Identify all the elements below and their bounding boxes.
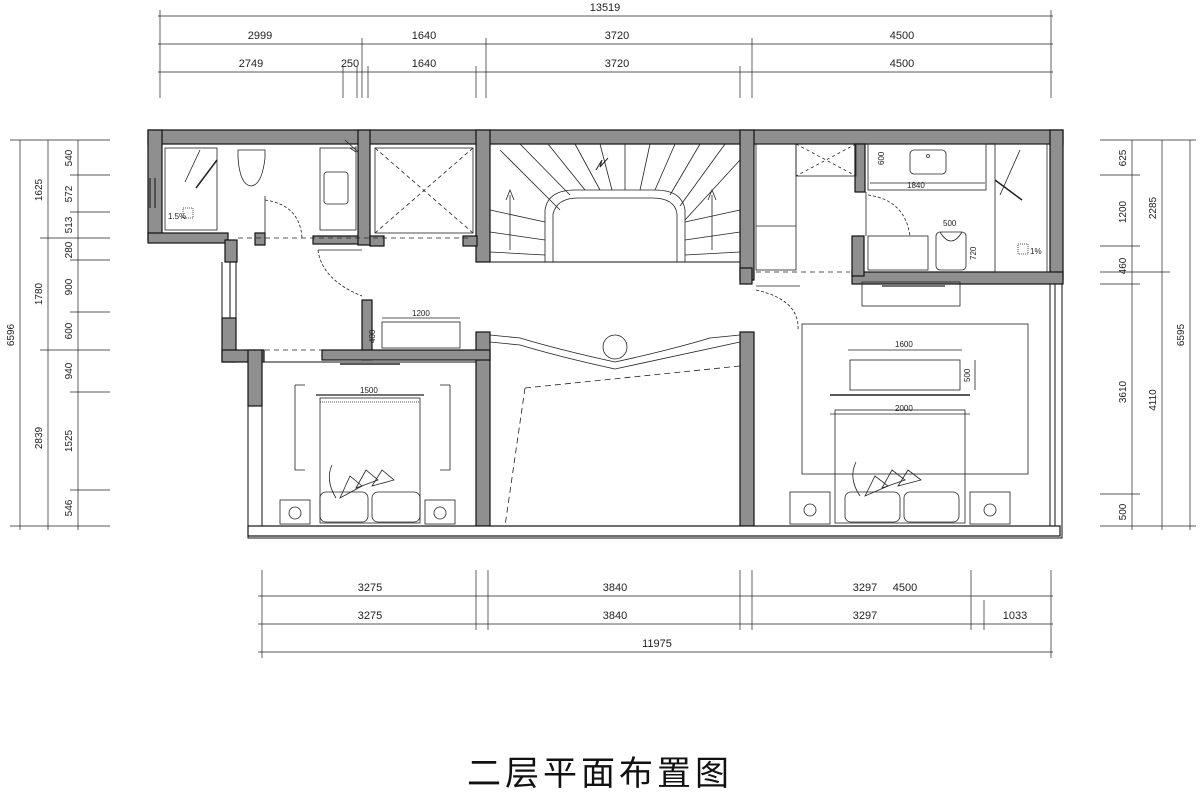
dim-left-inner-c: 513 — [64, 216, 75, 233]
dim-bottom-1d: 4500 — [893, 582, 917, 594]
dim-bottom-2a: 3275 — [358, 610, 382, 622]
dim-top-2e: 4500 — [890, 58, 914, 70]
bed-right-width-label: 2000 — [895, 404, 913, 413]
left-doors — [238, 237, 470, 351]
dim-right-inner-d: 3610 — [1118, 380, 1129, 403]
bed-left-width-label: 1500 — [360, 386, 378, 395]
dim-lines-left — [10, 139, 110, 530]
stair-void — [489, 334, 741, 527]
dim-right-inner-c: 460 — [1118, 257, 1129, 274]
dim-left-inner-d: 280 — [64, 241, 75, 258]
dim-right-outer-a: 2285 — [1148, 196, 1159, 219]
shaft-room — [374, 147, 474, 234]
dim-bottom-2d: 1033 — [1003, 610, 1027, 622]
floor-drain-label-left: 1.5% — [168, 212, 186, 221]
dim-top-1a: 2999 — [248, 30, 272, 42]
right-bathroom — [755, 143, 1048, 331]
dim-left-inner-e: 900 — [64, 278, 75, 295]
dim-right-inner-a: 625 — [1118, 149, 1129, 166]
dim-top-2a: 2749 — [239, 58, 263, 70]
dim-top-1c: 3720 — [605, 30, 629, 42]
dim-right-inner-e: 500 — [1118, 503, 1129, 520]
dim-bottom-total: 11975 — [642, 638, 672, 650]
dim-right-inner-b: 1200 — [1118, 200, 1129, 223]
dim-left-outer-b: 1780 — [34, 282, 45, 305]
dim-top-1b: 1640 — [412, 30, 436, 42]
dim-top-total: 13519 — [590, 2, 621, 14]
dim-left-inner-a: 540 — [64, 149, 75, 166]
dim-lines-bottom — [258, 570, 1053, 658]
dim-bottom-1c: 3297 — [853, 582, 877, 594]
dim-right-outer-b: 4110 — [1148, 389, 1159, 411]
tv-depth-label: 500 — [963, 368, 972, 382]
toilet-depth-label: 720 — [969, 246, 978, 260]
dim-left-inner-f: 600 — [64, 322, 75, 339]
dim-left-inner-g: 940 — [64, 362, 75, 379]
drawing-title: 二层平面布置图 — [467, 754, 733, 794]
toilet-width-label: 500 — [943, 219, 957, 228]
dim-right-total: 6595 — [1176, 323, 1187, 346]
dim-left-outer-c: 2839 — [34, 426, 45, 449]
walls — [147, 129, 1064, 537]
dim-left-inner-b: 572 — [64, 185, 75, 202]
right-bedroom — [789, 323, 1029, 525]
dim-lines-right — [1100, 139, 1196, 530]
desk-width-label: 1200 — [412, 309, 430, 318]
dim-top-2b: 250 — [341, 58, 359, 70]
vanity-depth-label: 600 — [877, 151, 886, 165]
left-bedroom — [279, 363, 456, 525]
dim-bottom-1a: 3275 — [358, 582, 382, 594]
dim-top-2d: 3720 — [605, 58, 629, 70]
staircase — [489, 143, 741, 262]
left-bathroom — [164, 139, 359, 240]
dim-left-outer-a: 1625 — [34, 178, 45, 201]
desk-depth-label: 400 — [368, 329, 377, 343]
floor-drain-label-right: 1% — [1030, 247, 1042, 256]
dim-bottom-2b: 3840 — [603, 610, 627, 622]
dim-bottom-1b: 3840 — [603, 582, 627, 594]
desk-left — [381, 317, 461, 349]
dim-lines-top — [158, 10, 1053, 98]
dim-left-total: 6596 — [6, 323, 17, 346]
outline — [149, 178, 1063, 539]
dim-bottom-2c: 3297 — [853, 610, 877, 622]
tv-width-label: 1600 — [895, 340, 913, 349]
dim-left-inner-i: 546 — [64, 499, 75, 516]
dim-left-inner-h: 1525 — [64, 429, 75, 452]
vanity-width-label: 1840 — [907, 181, 925, 190]
dim-top-1d: 4500 — [890, 30, 914, 42]
dim-top-2c: 1640 — [412, 58, 436, 70]
